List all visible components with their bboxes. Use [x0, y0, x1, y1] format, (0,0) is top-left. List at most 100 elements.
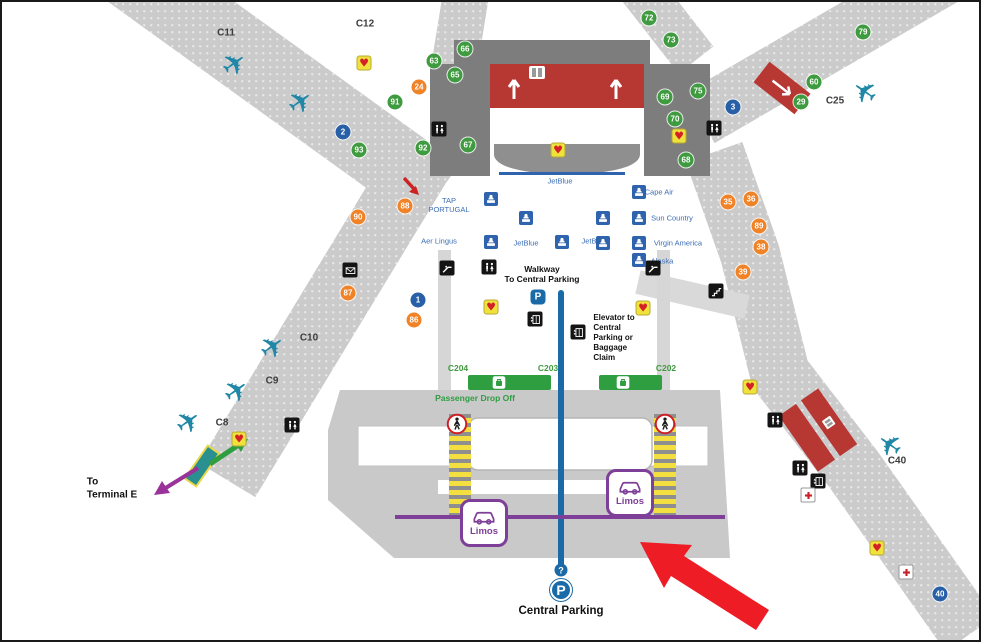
- central-parking-walkway-line: [558, 290, 564, 572]
- gate-marker-90: 90: [350, 209, 366, 225]
- central-parking-badge: P: [550, 579, 572, 601]
- gate-marker-86: 86: [406, 312, 422, 328]
- gate-marker-24: 24: [411, 79, 427, 95]
- restroom-icon: [284, 417, 300, 433]
- airline-label-cape-air: Cape Air: [644, 187, 674, 197]
- airplane-icon: ✈: [168, 401, 210, 445]
- road-up-arrow: [609, 79, 623, 99]
- gate-label-C203: C203: [537, 363, 559, 373]
- airplane-icon: ✈: [845, 68, 887, 112]
- checkin-counter-icon: [632, 236, 646, 250]
- firstaid-icon: [800, 487, 816, 503]
- checkin-counter-icon: [519, 211, 533, 225]
- aed-icon: ♥: [356, 55, 372, 71]
- stairs-icon: [708, 283, 724, 299]
- pier-end-features: [154, 176, 419, 495]
- gate-marker-1: 1: [410, 292, 426, 308]
- label-elevator: Elevator to Central Parking or Baggage C…: [593, 313, 635, 362]
- gate-marker-69: 69: [657, 89, 673, 105]
- gate-marker-65: 65: [447, 67, 463, 83]
- gate-label-C25: C25: [825, 95, 845, 107]
- building-left-wing: [430, 64, 490, 176]
- pier-top-center-stub: [622, 2, 714, 74]
- airline-label-jetblue: JetBlue: [513, 238, 539, 248]
- terminal-buildings: [430, 40, 710, 176]
- gate-marker-91: 91: [387, 94, 403, 110]
- aed-icon: ♥: [869, 540, 885, 556]
- gate-marker-93: 93: [351, 142, 367, 158]
- label-terminal-e: To Terminal E: [86, 476, 138, 501]
- escalator-icon: [439, 260, 455, 276]
- limo-label: Limos: [616, 495, 644, 507]
- aed-icon: ♥: [671, 128, 687, 144]
- aed-icon: ♥: [231, 431, 247, 447]
- right-pier-structures: [753, 61, 858, 472]
- walkway-parking-badge: P: [530, 289, 546, 305]
- gate-marker-40: 40: [932, 586, 948, 602]
- gate-marker-68: 68: [678, 152, 694, 168]
- corridor-right: [657, 250, 670, 392]
- terminal-e-ramp: [183, 444, 221, 488]
- limo-label: Limos: [470, 525, 498, 537]
- gate-marker-36: 36: [743, 191, 759, 207]
- mail-icon: [342, 262, 358, 278]
- checkin-counter-icon: [632, 185, 646, 199]
- crosswalk-right: [654, 414, 676, 516]
- airplane-icon: ✈: [280, 81, 322, 125]
- terminal-e-arrow: [162, 466, 200, 491]
- pier-right: [685, 142, 979, 640]
- garage-right: [778, 388, 858, 472]
- airline-label-aer-lingus: Aer Lingus: [421, 236, 457, 246]
- airplane-icon: ✈: [214, 43, 256, 87]
- departures-road: [490, 64, 644, 108]
- restroom-icon: [792, 460, 808, 476]
- airline-label-jetblue: JetBlue: [547, 176, 573, 186]
- airline-label-sun-country: Sun Country: [651, 213, 693, 223]
- corridor-left: [438, 250, 451, 392]
- small-red-arrow-head: [409, 186, 419, 195]
- airplane-icon: ✈: [216, 370, 258, 414]
- label-walkway: Walkway To Central Parking: [504, 263, 580, 284]
- gate-label-C40: C40: [887, 455, 907, 467]
- gate-marker-63: 63: [426, 53, 442, 69]
- crosswalk-left: [449, 414, 471, 518]
- door-icon: [529, 66, 545, 79]
- airline-label-jetblue: JetBlue: [581, 236, 607, 246]
- terminal-e-arrow-head: [154, 481, 170, 495]
- gate-marker-67: 67: [460, 137, 476, 153]
- small-red-arrow: [402, 176, 417, 192]
- gate-marker-2: 2: [335, 124, 351, 140]
- airline-label-virgin-america: Virgin America: [653, 238, 703, 248]
- terminal-front-curb: [494, 144, 640, 174]
- checkin-counter-icon: [484, 235, 498, 249]
- gate-marker-29: 29: [793, 94, 809, 110]
- gate-marker-92: 92: [415, 140, 431, 156]
- bridge-right: [635, 270, 750, 319]
- elevator-icon: [810, 473, 826, 489]
- gate-marker-88: 88: [397, 198, 413, 214]
- checkin-counter-icon: [484, 192, 498, 206]
- info-badge: ?: [554, 563, 568, 577]
- gate-marker-66: 66: [457, 41, 473, 57]
- limo-route-line: [395, 515, 725, 519]
- firstaid-icon: [898, 564, 914, 580]
- roadways: [357, 414, 709, 518]
- airline-label-tap-portugal: TAP PORTUGAL: [428, 196, 470, 214]
- checkin-counter-icon: [596, 236, 610, 250]
- checkin-counter-icon: [632, 253, 646, 267]
- elevator-icon: [570, 324, 586, 340]
- highlight-arrow: [640, 542, 769, 630]
- limo-car-icon: [617, 480, 643, 495]
- gate-marker-73: 73: [663, 32, 679, 48]
- checkin-counter-icon: [632, 211, 646, 225]
- restroom-icon: [706, 120, 722, 136]
- terminal-front-line: [499, 172, 625, 175]
- gate-label-C12: C12: [355, 18, 375, 30]
- green-arrow: [208, 441, 242, 467]
- escalator-icon: [645, 260, 661, 276]
- gate-marker-79: 79: [855, 24, 871, 40]
- label-dropoff: Passenger Drop Off: [435, 393, 515, 403]
- gate-marker-89: 89: [751, 218, 767, 234]
- aed-icon: ♥: [742, 379, 758, 395]
